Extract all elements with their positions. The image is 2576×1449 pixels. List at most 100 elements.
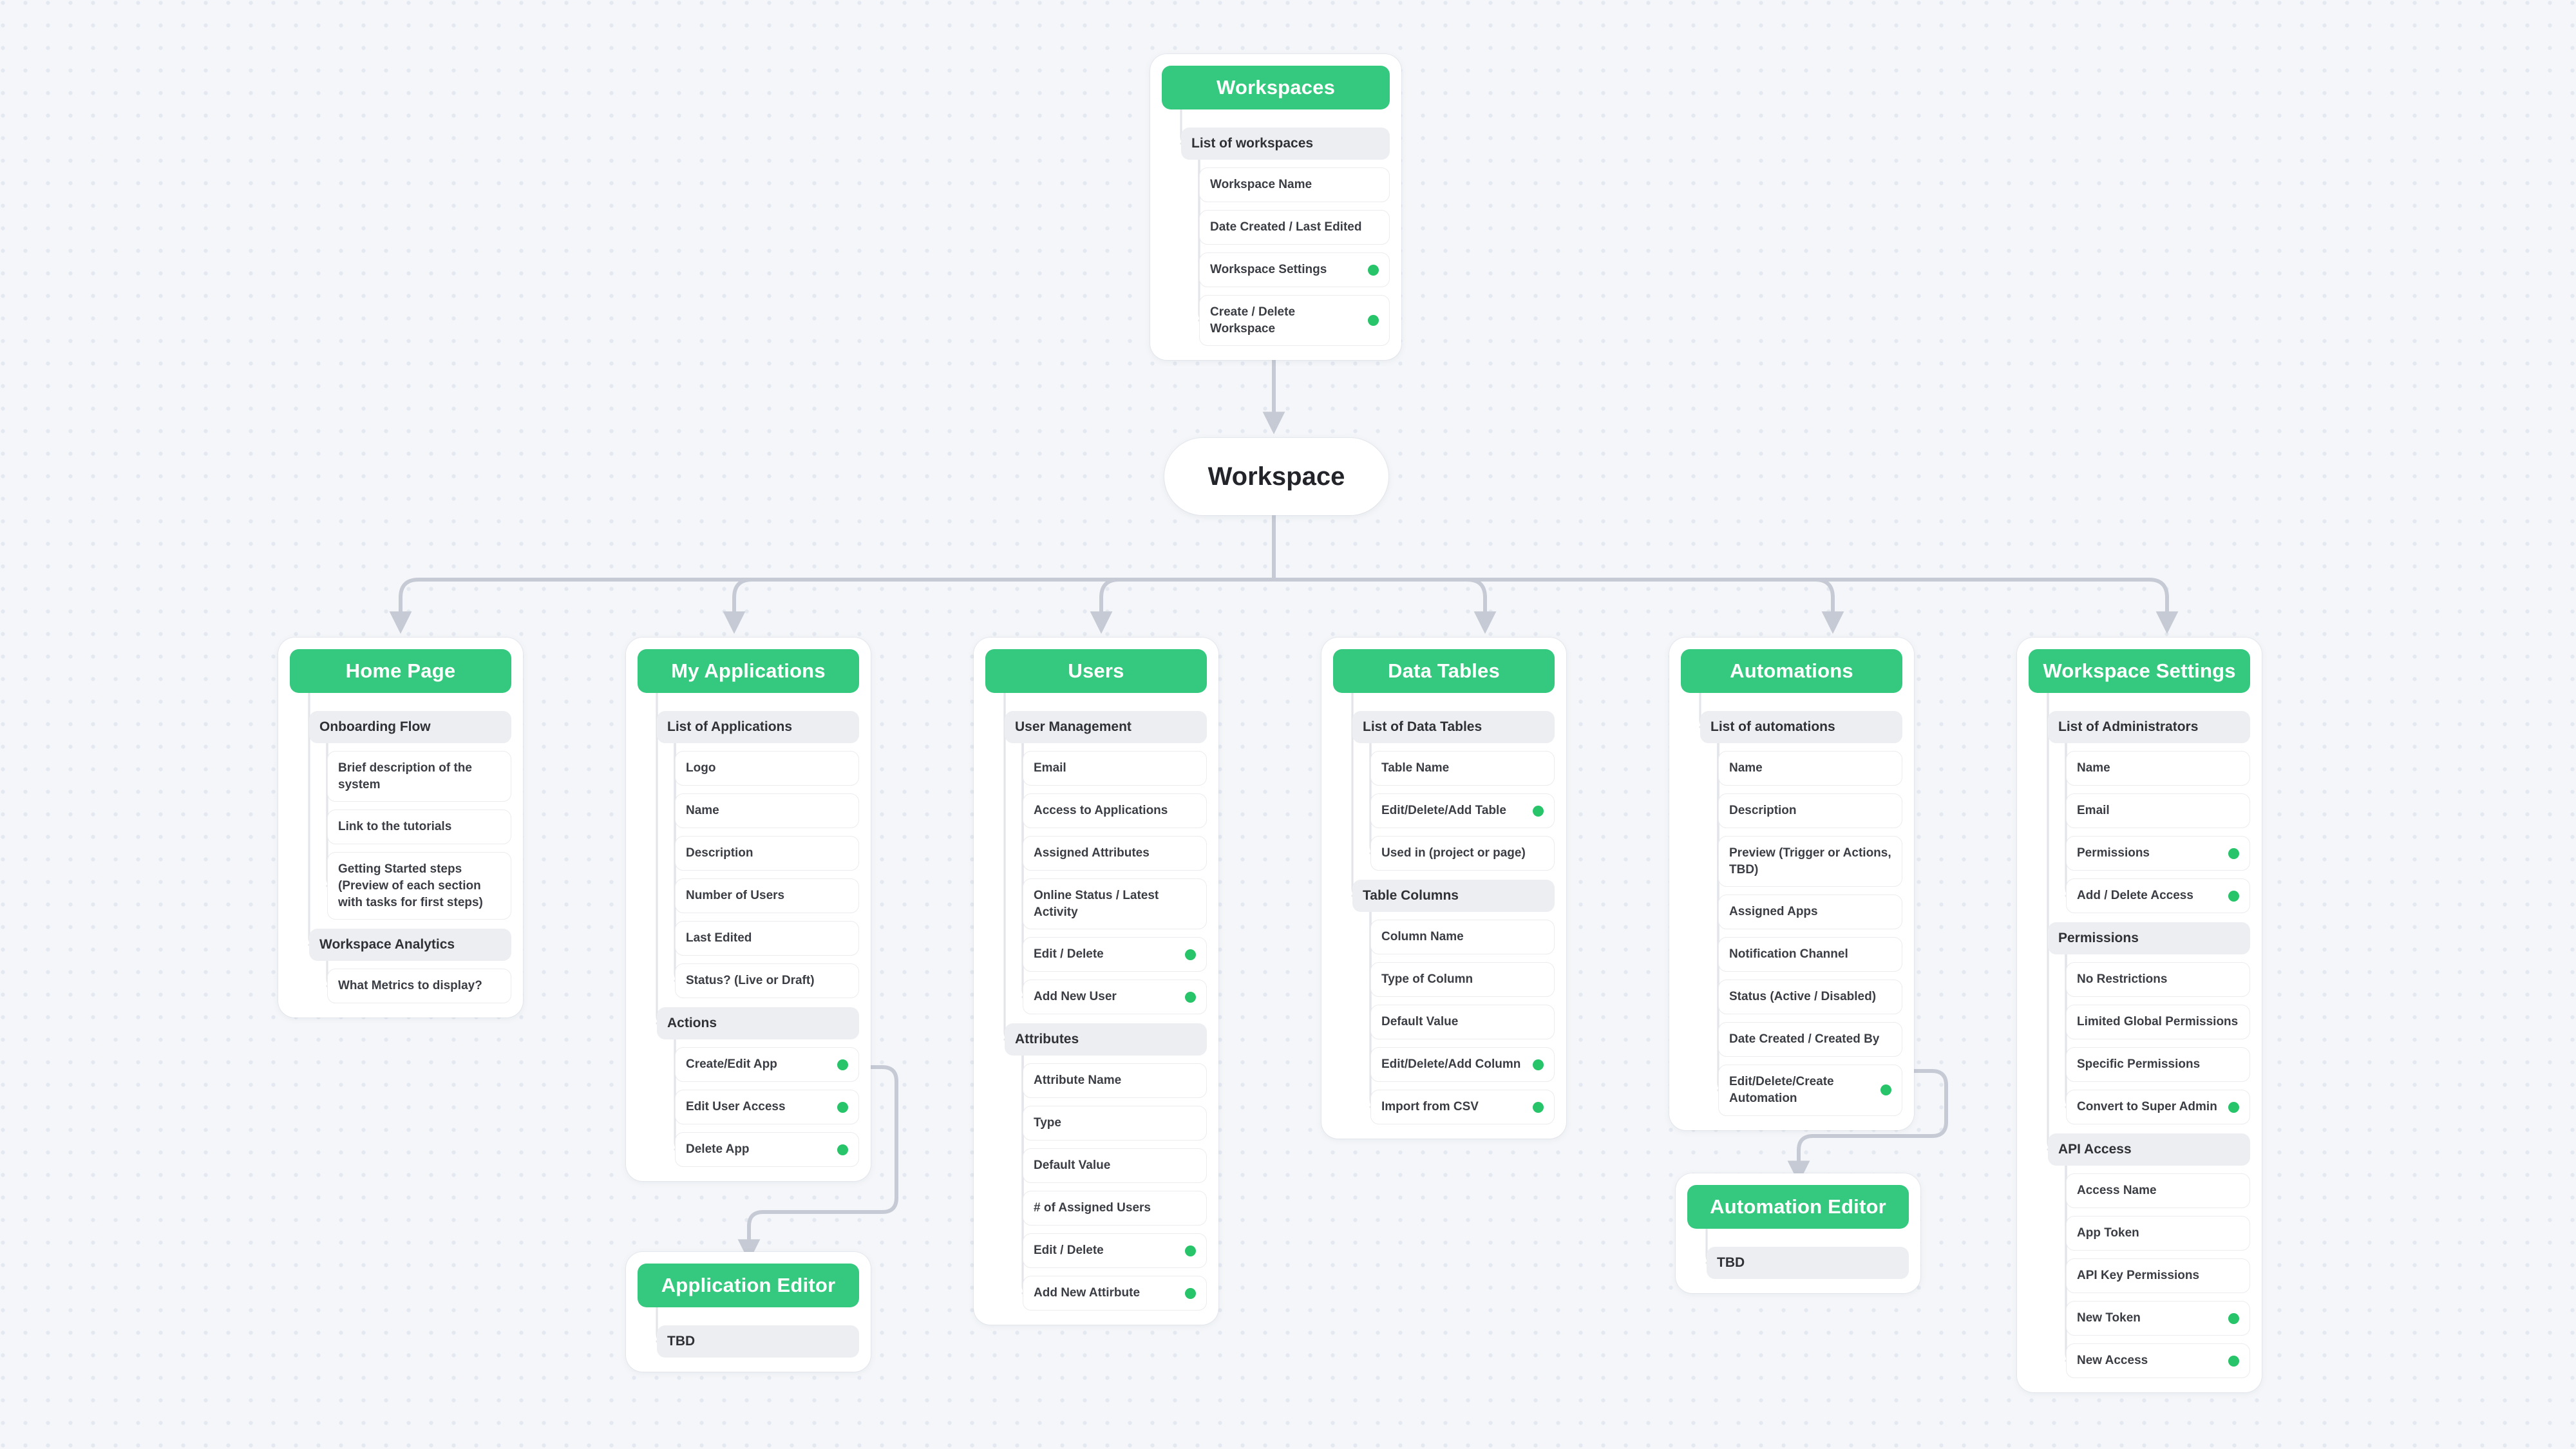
tree-leaf[interactable]: Used in (project or page) xyxy=(1370,836,1555,871)
group-header[interactable]: User Management xyxy=(1005,711,1207,743)
tree-leaf[interactable]: Notification Channel xyxy=(1718,937,1902,972)
tree-leaf[interactable]: Permissions xyxy=(2066,836,2250,871)
tree-leaf[interactable]: Last Edited xyxy=(675,921,859,956)
tree-leaf[interactable]: Name xyxy=(2066,751,2250,786)
tree-leaf[interactable]: Import from CSV xyxy=(1370,1090,1555,1124)
leaf-label: Default Value xyxy=(1381,1015,1459,1029)
tree-leaf[interactable]: Default Value xyxy=(1023,1148,1207,1184)
group-header[interactable]: List of Data Tables xyxy=(1352,711,1555,743)
tree-leaf[interactable]: New Access xyxy=(2066,1343,2250,1378)
tree-leaf[interactable]: Attribute Name xyxy=(1023,1063,1207,1099)
status-dot-icon xyxy=(1533,805,1544,817)
group-header[interactable]: Permissions xyxy=(2048,922,2250,954)
tree-leaf[interactable]: Name xyxy=(675,793,859,828)
tree-leaf[interactable]: Getting Started steps (Preview of each s… xyxy=(327,852,511,920)
tree-leaf[interactable]: Column Name xyxy=(1370,920,1555,954)
tree-leaf[interactable]: Create/Edit App xyxy=(675,1047,859,1082)
status-dot-icon xyxy=(2228,890,2239,902)
tree-leaf[interactable]: Edit / Delete xyxy=(1023,1233,1207,1269)
group-header[interactable]: List of workspaces xyxy=(1181,128,1390,160)
leaf-label: Online Status / Latest Activity xyxy=(1034,889,1159,919)
group-header[interactable]: Workspace Analytics xyxy=(309,929,511,961)
tree-leaf[interactable]: Description xyxy=(675,836,859,871)
tree-leaf[interactable]: Add / Delete Access xyxy=(2066,878,2250,913)
tree-leaf[interactable]: App Token xyxy=(2066,1216,2250,1251)
group-header[interactable]: List of automations xyxy=(1700,711,1902,743)
tree-leaf[interactable]: Limited Global Permissions xyxy=(2066,1005,2250,1039)
leaf-label: Preview (Trigger or Actions, TBD) xyxy=(1729,846,1891,876)
tree-leaf[interactable]: Name xyxy=(1718,751,1902,786)
tree-leaf[interactable]: Number of Users xyxy=(675,878,859,913)
tree-leaf[interactable]: Link to the tutorials xyxy=(327,810,511,845)
group-header[interactable]: TBD xyxy=(657,1325,859,1358)
tree-leaf[interactable]: Date Created / Created By xyxy=(1718,1022,1902,1057)
leaf-label: Email xyxy=(1034,761,1066,775)
leaf-label: Name xyxy=(2077,761,2110,775)
group-header[interactable]: Actions xyxy=(657,1007,859,1039)
wire-drop-settings xyxy=(2147,578,2179,634)
group-header[interactable]: List of Administrators xyxy=(2048,711,2250,743)
panel-workspaces[interactable]: Workspaces List of workspaces Workspace … xyxy=(1150,54,1401,361)
tree-leaf[interactable]: Status (Active / Disabled) xyxy=(1718,980,1902,1015)
tree-leaf[interactable]: Edit/Delete/Add Table xyxy=(1370,793,1555,828)
tree-leaf[interactable]: Assigned Attributes xyxy=(1023,836,1207,871)
tree-leaf[interactable]: Preview (Trigger or Actions, TBD) xyxy=(1718,836,1902,887)
tree-leaf[interactable]: # of Assigned Users xyxy=(1023,1191,1207,1226)
group-header[interactable]: Attributes xyxy=(1005,1023,1207,1056)
wire-drop-tables xyxy=(1465,578,1497,634)
leaf-label: Permissions xyxy=(2077,846,2150,860)
tree-leaf[interactable]: Date Created / Last Edited xyxy=(1199,210,1390,245)
group-header[interactable]: API Access xyxy=(2048,1133,2250,1166)
tree-leaf[interactable]: Brief description of the system xyxy=(327,751,511,802)
tree-leaf[interactable]: Workspace Name xyxy=(1199,167,1390,202)
status-dot-icon xyxy=(837,1101,848,1113)
tree-leaf[interactable]: Edit User Access xyxy=(675,1090,859,1124)
tree-leaf[interactable]: Assigned Apps xyxy=(1718,895,1902,930)
tree-leaf[interactable]: API Key Permissions xyxy=(2066,1258,2250,1293)
tree-leaf[interactable]: Email xyxy=(1023,751,1207,786)
tree-leaf[interactable]: Access to Applications xyxy=(1023,793,1207,828)
group-header[interactable]: Table Columns xyxy=(1352,880,1555,912)
tree-leaf[interactable]: Workspace Settings xyxy=(1199,252,1390,287)
hub-node-workspace[interactable]: Workspace xyxy=(1164,438,1388,515)
tree-leaf[interactable]: Online Status / Latest Activity xyxy=(1023,878,1207,930)
tree-leaf[interactable]: Delete App xyxy=(675,1132,859,1167)
tree-leaf[interactable]: Specific Permissions xyxy=(2066,1047,2250,1082)
tree-leaf[interactable]: No Restrictions xyxy=(2066,962,2250,997)
tree-leaf[interactable]: Edit/Delete/Create Automation xyxy=(1718,1065,1902,1116)
tree-leaf[interactable]: Add New User xyxy=(1023,980,1207,1015)
tree-leaf[interactable]: Access Name xyxy=(2066,1173,2250,1208)
tree-leaf[interactable]: Status? (Live or Draft) xyxy=(675,963,859,998)
group-header[interactable]: Onboarding Flow xyxy=(309,711,511,743)
group-header[interactable]: TBD xyxy=(1707,1247,1909,1279)
tree-leaf[interactable]: Default Value xyxy=(1370,1005,1555,1039)
tree-leaf[interactable]: Type of Column xyxy=(1370,962,1555,997)
tree-leaf[interactable]: Convert to Super Admin xyxy=(2066,1090,2250,1124)
leaf-label: Default Value xyxy=(1034,1159,1111,1173)
tree-leaf[interactable]: Add New Attirbute xyxy=(1023,1276,1207,1311)
tree-leaf[interactable]: What Metrics to display? xyxy=(327,969,511,1004)
wire-drop-apps xyxy=(723,578,754,634)
tree-leaf[interactable]: New Token xyxy=(2066,1301,2250,1336)
tree-leaf[interactable]: Table Name xyxy=(1370,751,1555,786)
tree-leaf[interactable]: Create / Delete Workspace xyxy=(1199,295,1390,346)
status-dot-icon xyxy=(837,1059,848,1070)
tree-leaf[interactable]: Email xyxy=(2066,793,2250,828)
group-header[interactable]: List of Applications xyxy=(657,711,859,743)
tree-leaf[interactable]: Edit/Delete/Add Column xyxy=(1370,1047,1555,1082)
tree-leaf[interactable]: Description xyxy=(1718,793,1902,828)
leaf-label: Limited Global Permissions xyxy=(2077,1015,2239,1029)
leaf-label: Type of Column xyxy=(1381,972,1473,987)
leaf-label: Assigned Attributes xyxy=(1034,846,1150,860)
tree-leaf[interactable]: Edit / Delete xyxy=(1023,937,1207,972)
tree-leaf[interactable]: Type xyxy=(1023,1106,1207,1141)
tree-leaf[interactable]: Logo xyxy=(675,751,859,786)
